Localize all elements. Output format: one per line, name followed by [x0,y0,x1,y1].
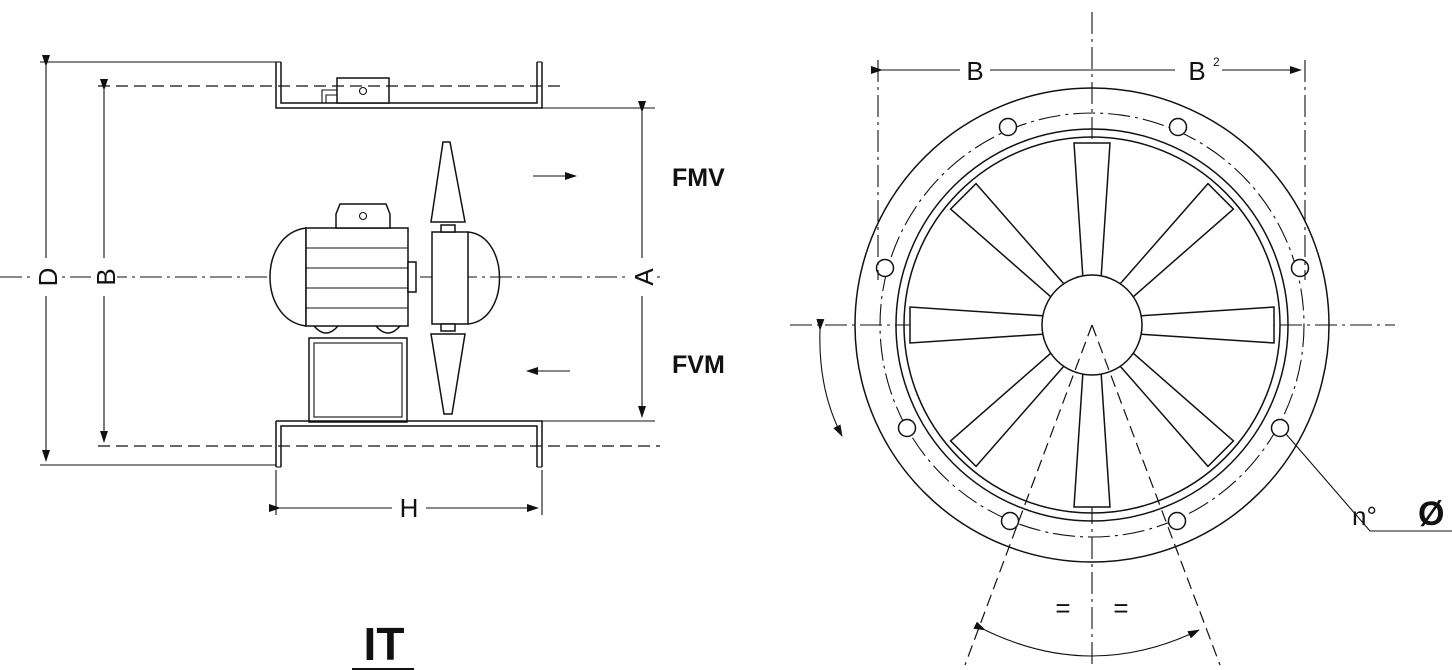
impeller-blades [909,142,1275,508]
bottom-channel [275,420,543,467]
casing-inner [903,136,1281,514]
motor-body [305,227,409,327]
impeller-blade [949,350,1067,468]
motor-feet [313,325,401,334]
bolt-hole [1270,418,1290,438]
dim-a-label: A [629,268,659,286]
diameter-symbol: Ø [1418,495,1444,533]
dim-h-label: H [400,493,419,523]
radial-line-left [964,324,1093,666]
terminal-box [336,77,390,104]
motor-terminal-box [335,203,391,229]
casing-outer [895,128,1289,522]
side-view: D B A [0,55,725,670]
impeller-blade [1137,306,1275,344]
front-view: B B 2 = = n° Ø [790,12,1452,668]
blade-upper [430,141,466,223]
bolt-hole [897,418,917,438]
impeller-blade [1073,370,1111,508]
equal-mark-left: = [1055,593,1070,623]
bolt-hole [1000,511,1020,531]
bolt-hole [1167,511,1187,531]
impeller-hub [431,231,469,325]
top-channel [275,62,543,109]
dim-b-right-label: B [1188,56,1205,86]
flow-label-lower: FVM [672,351,725,379]
impeller-blade [1073,142,1111,280]
top-channel-inner [280,62,538,104]
bolt-holes [875,117,1310,531]
bolt-hole [1168,117,1188,137]
equal-mark-right: = [1113,593,1128,623]
bolt-hole [1290,258,1310,278]
flow-label-upper: FMV [672,164,725,192]
dim-b-left-label: B [966,56,983,86]
motor-support [308,337,408,423]
hole-label: n° [1352,501,1377,531]
bolt-hole [998,117,1018,137]
dim-b-side-label: B [91,268,121,285]
dim-b-right-superscript: 2 [1213,55,1220,69]
blade-lower [430,333,466,415]
bolt-hole [875,258,895,278]
dim-d-label: D [33,268,63,287]
rotation-arrow [816,318,843,437]
model-code: IT [364,618,405,670]
angle-arc [973,621,1200,657]
impeller-blade [909,306,1047,344]
hub-nose [467,231,501,325]
impeller-blade [1117,350,1235,468]
impeller-blade [1117,182,1235,300]
hole-leader [1285,433,1452,532]
motor-end-cap [269,227,307,327]
bolt-circle [879,112,1305,538]
flange-outer [854,87,1330,563]
bottom-channel-inner [280,425,538,467]
radial-line-right [1091,324,1221,666]
impeller-blade [949,182,1067,300]
